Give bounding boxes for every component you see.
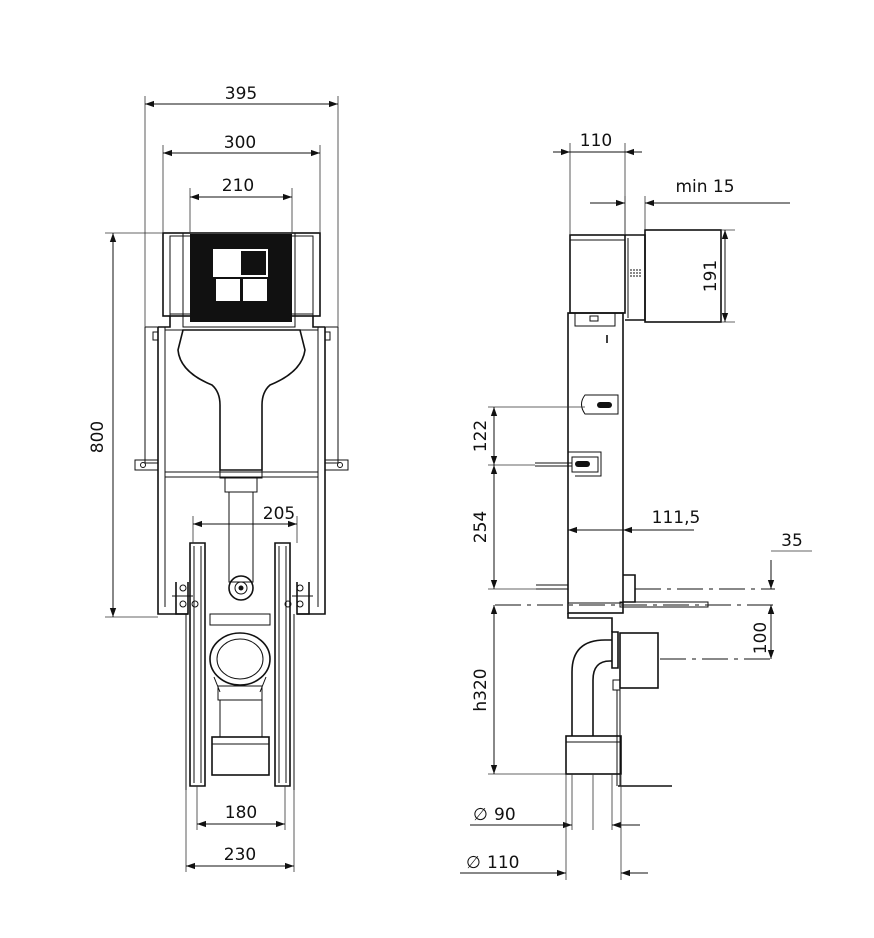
reference-lines: [495, 588, 775, 660]
flush-pipe: [224, 477, 258, 601]
dim-stub-height: 35: [767, 531, 812, 620]
dim-lower-spacing-label: 254: [471, 511, 491, 543]
dim-height: 800: [88, 232, 163, 618]
dim-plate-height: 191: [701, 229, 735, 323]
dim-foot-inner: 180: [196, 786, 286, 830]
dim-foot-outer: 230: [185, 790, 295, 872]
side-view: 110 min 15 191 122 254: [460, 131, 812, 880]
dim-plate-height-label: 191: [701, 260, 721, 292]
side-cistern: [569, 229, 722, 323]
dim-lower-spacing: 254: [471, 465, 536, 590]
dim-outlet-height: 100: [751, 605, 775, 659]
cistern-body: [177, 329, 306, 479]
flush-plate-icon: [190, 234, 292, 322]
dim-pipe-d110: ∅ 110: [460, 774, 648, 880]
dim-cistern-width-label: 210: [222, 176, 254, 196]
dim-upper-spacing-label: 122: [471, 420, 491, 452]
dim-bolt-spacing: 205: [192, 504, 298, 543]
dim-plate-min-label: min 15: [675, 177, 734, 197]
dim-pipe-d110-symbol: ∅: [466, 853, 481, 873]
dim-stub-height-label: 35: [781, 531, 803, 551]
dim-pipe-offset-label: 111,5: [652, 508, 701, 528]
dim-pipe-d90-symbol: ∅: [473, 805, 488, 825]
dim-overall-width: 395: [144, 84, 339, 327]
front-view: 395 300 210 800 205 180: [88, 84, 349, 872]
dim-bolt-spacing-label: 205: [263, 504, 295, 524]
dim-frame-width: 300: [162, 133, 321, 233]
dim-floor-height-label: h320: [471, 668, 491, 711]
dim-height-label: 800: [88, 421, 108, 453]
dim-cistern-width: 210: [189, 176, 293, 234]
dim-pipe-d90: ∅ 90: [470, 774, 640, 830]
dim-frame-width-label: 300: [224, 133, 256, 153]
dim-frame-depth-label: 110: [580, 131, 612, 151]
dim-pipe-offset: 111,5: [568, 508, 701, 534]
dim-pipe-d90-label: 90: [494, 805, 516, 825]
dim-floor-height: h320: [471, 605, 566, 775]
side-frame: [535, 312, 709, 614]
side-waste-pipe: [565, 613, 672, 787]
dim-foot-outer-label: 230: [224, 845, 256, 865]
dim-outlet-height-label: 100: [751, 622, 771, 654]
dim-plate-min: min 15: [590, 177, 790, 235]
dim-frame-depth: 110: [553, 131, 642, 235]
dim-foot-inner-label: 180: [225, 803, 257, 823]
bottom-supports: [172, 582, 313, 615]
dim-overall-width-label: 395: [225, 84, 257, 104]
waste-outlet: [209, 613, 271, 776]
dim-pipe-d110-label: 110: [487, 853, 519, 873]
installation-frame: [134, 316, 349, 615]
adjustable-feet: [185, 542, 295, 790]
